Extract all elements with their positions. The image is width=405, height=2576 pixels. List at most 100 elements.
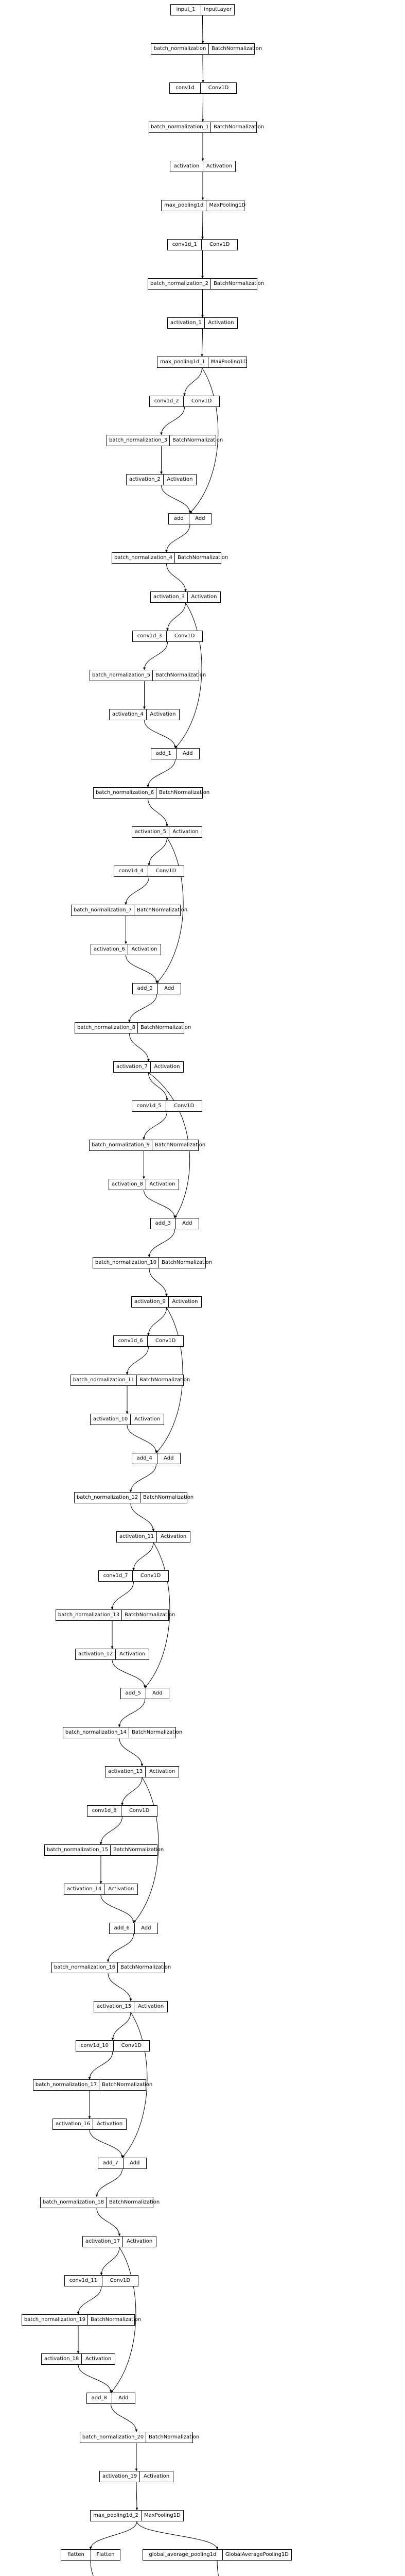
node-label: batch_normalization_9 [90, 1140, 152, 1150]
node-label: activation [170, 161, 203, 172]
node-type: BatchNormalization [137, 907, 188, 913]
node-type: BatchNormalization [113, 1847, 164, 1853]
node-type: BatchNormalization [172, 437, 223, 443]
node-label: activation_2 [127, 474, 164, 485]
node-label: activation_4 [110, 709, 147, 720]
node-type: BatchNormalization [139, 1377, 190, 1383]
graph-edge [90, 2560, 94, 2576]
node-type: Activation [149, 1181, 175, 1187]
node-type: BatchNormalization [125, 1612, 175, 1618]
graph-edge [125, 876, 149, 905]
node-type: BatchNormalization [132, 1730, 183, 1735]
graph-edge [147, 1307, 167, 1336]
graph-edge [111, 1581, 134, 1610]
node-type: Activation [149, 1769, 175, 1774]
graph-edge [166, 602, 186, 631]
node-label: global_average_pooling1d [143, 2550, 223, 2560]
graph-edge [88, 2051, 113, 2080]
node-type: Conv1D [191, 398, 212, 404]
graph-edge [148, 798, 168, 827]
node-type: Activation [144, 2473, 170, 2479]
node-label: activation_7 [114, 1062, 151, 1072]
node-type: Flatten [96, 2552, 115, 2557]
graph-edge [129, 1464, 156, 1493]
node-label: activation_10 [91, 1414, 131, 1425]
graph-edge [128, 994, 157, 1023]
graph-edge [201, 328, 204, 357]
node-type: Activation [191, 594, 217, 600]
node-label: activation_15 [94, 2002, 135, 2012]
graph-edge [107, 1934, 134, 1962]
node-label: add_5 [121, 1688, 146, 1699]
